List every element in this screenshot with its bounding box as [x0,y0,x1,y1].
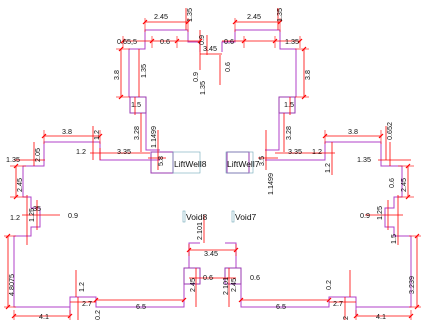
dim-right-3.8: 3.8 [303,70,312,80]
dim-center-3.45: 3.45 [204,249,218,258]
dim-top-left-0.65-5: 0.65,5 [117,37,137,46]
dim-top-right-1.35b: 1.35 [285,37,299,46]
dim-top-center-0.6: 0.6 [224,37,234,46]
dimension-lines [4,8,421,320]
dim-left-5.8: 5.8 [156,156,165,166]
dim-left-wing-1.2b: 1.2 [76,147,86,156]
dim-right-0.9: 0.9 [360,211,370,220]
dim-left-3.8: 3.8 [112,70,121,80]
dim-right-3.28: 3.28 [284,126,293,140]
dim-top-center-3.45: 3.45 [203,44,217,53]
dim-left-1.35: 1.35 [139,64,148,78]
dim-bottom-left-0.2: 0.2 [93,310,102,320]
dim-right-1.5: 1.5 [284,100,294,109]
dim-top-right-1.35: 1.35 [275,8,284,22]
dim-center-2.45a: 2.45 [188,278,197,292]
dim-right-3.5: 3.5 [257,156,266,166]
dim-right-wing-1.2b: 1.2 [312,147,322,156]
dim-top-center-1.35b: 1.35 [198,81,207,95]
dim-right-3.239: 3.239 [407,276,416,294]
dim-top-left-0.6: 0.6 [160,37,170,46]
building-outline [13,29,412,315]
dim-left-wing-1.2a: 1.2 [92,130,101,140]
dim-right-2.45: 2.45 [399,178,408,192]
dim-top-right-2.45: 2.45 [247,12,261,21]
room-label-liftwell8: LiftWell8 [174,159,207,169]
dim-right-0.2: 0.2 [324,280,333,290]
dim-left-4.8075: 4.8075 [7,274,16,296]
dim-right-wing-3.8: 3.8 [348,127,358,136]
dim-top-right-0.6b: 0.6 [223,62,232,72]
dim-bottom-left-4.1: 4.1 [39,312,49,320]
dimension-values: 2.45 1.35 0.65,5 0.6 0.9 3.45 0.6 0.9 1.… [6,8,416,320]
dim-bottom-right-2.7: 2.7 [333,299,343,308]
dim-bottom-right-6.5: 6.5 [276,302,286,311]
dim-left-1.1499: 1.1499 [149,126,158,148]
dim-left-.35: .35 [31,204,41,213]
dim-bottom-left-6.5: 6.5 [136,302,146,311]
dimension-ticks [5,19,420,319]
room-label-void7: Void7 [235,212,257,222]
dim-left-1.25: 1.25 [27,208,36,222]
room-label-liftwell7: LiftWell7 [227,159,260,169]
dim-bottom-left-2.7: 2.7 [82,299,92,308]
dim-right-wing-0.652: 0.652 [385,122,394,140]
dim-top-center-0.9a: 0.9 [197,35,206,45]
dim-left-2.45: 2.45 [15,178,24,192]
dim-right-1.1499: 1.1499 [266,173,275,195]
dim-center-2.101: 2.101 [195,222,204,240]
dim-top-center-0.9b: 0.9 [191,72,200,82]
dim-top-left-2.45: 2.45 [154,12,168,21]
dim-bottom-right-2: 2 [341,316,350,320]
dim-left-1.2d: 1.2 [77,282,86,292]
dim-center-0.6a: 0.6 [203,273,213,282]
dim-bottom-right-4.1: 4.1 [376,312,386,320]
dim-left-1.35b: 1.35 [6,155,20,164]
dim-left-3.28: 3.28 [132,126,141,140]
room-label-void8: Void8 [186,212,208,222]
dim-right-1.25: 1.25 [375,206,384,220]
dim-top-left-1.35: 1.35 [185,8,194,22]
dim-right-wing-3.35: 3.35 [288,147,302,156]
dim-left-wing-3.35: 3.35 [117,147,131,156]
dim-right-0.6: 0.6 [387,178,396,188]
dim-left-1.2c: 1.2 [10,213,20,222]
dim-left-2.05: 2.05 [33,148,42,162]
dim-center-0.6b: 0.6 [250,273,260,282]
dim-right-wing-1.2a: 1.2 [323,163,332,173]
dim-left-1.5: 1.5 [131,100,141,109]
dim-center-2.101b: 2.101 [221,277,230,295]
dim-left-wing-3.8: 3.8 [62,127,72,136]
dim-center-2.45b: 2.45 [229,278,238,292]
room-labels: LiftWell8 LiftWell7 Void8 Void7 [174,159,260,223]
dim-right-1.35b: 1.35 [357,155,371,164]
dim-left-0.9: 0.9 [68,211,78,220]
dim-right-1.5b: 1.5 [389,234,398,244]
